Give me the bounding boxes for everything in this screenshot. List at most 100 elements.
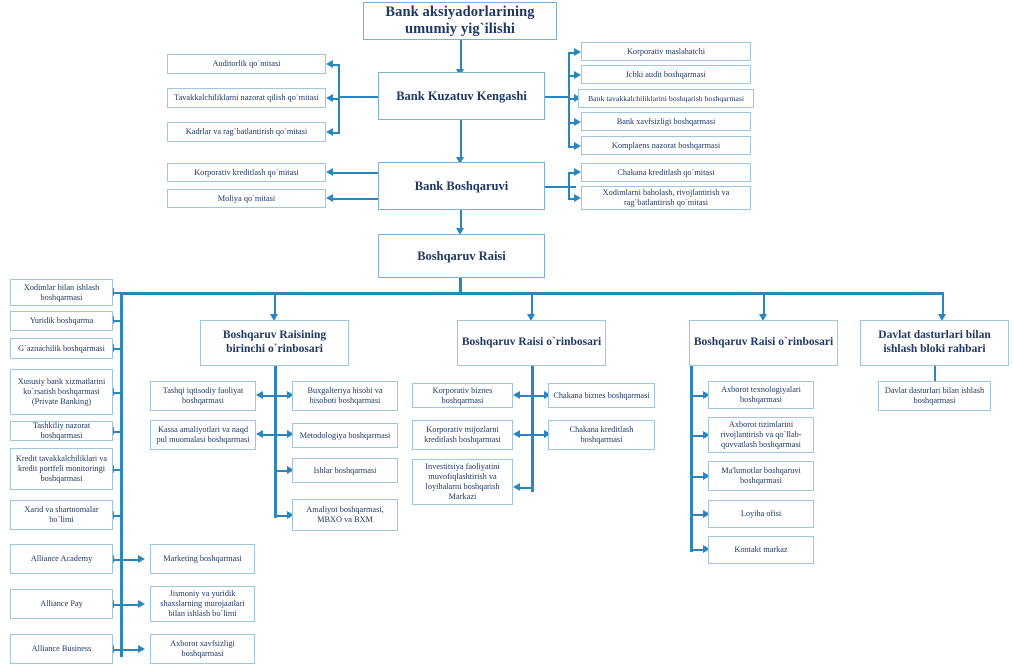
chairman-unit-col2-1-label: Marketing boshqarmasi	[163, 554, 242, 564]
connector-board-to-management	[460, 120, 462, 160]
b3-unit-2[interactable]: Axborot tizimlarini rivojlantirish va qo…	[708, 417, 814, 453]
board-right-unit-1-label: Korporativ maslahatchi	[626, 46, 706, 56]
chairman-unit-5[interactable]: Tashkiliy nazorat boshqarmasi	[10, 421, 113, 441]
stub-b2-left-3	[519, 487, 533, 489]
b1-right-unit-1[interactable]: Buxgalteriya hisobi va hisoboti boshqarm…	[292, 381, 398, 411]
b3-unit-1[interactable]: Axborot texnologiyalari boshqarmasi	[708, 381, 814, 409]
arrowhead-b3-3	[703, 472, 710, 480]
chairman-unit-col2-1[interactable]: Marketing boshqarmasi	[150, 544, 255, 574]
stub-left-2	[113, 320, 122, 322]
b2-left-unit-2-label: Korporativ mijozlarni kreditlash boshqar…	[424, 425, 501, 444]
board-right-unit-2[interactable]: Ichki audit boshqarmasi	[581, 65, 751, 84]
chairman-unit-5-label: Tashkiliy nazorat boshqarmasi	[32, 421, 91, 440]
arrowhead-right-unit-3	[574, 94, 581, 102]
chairman-unit-col2-2[interactable]: Jismoniy va yuridik shaxslarning murojaa…	[150, 586, 255, 622]
arrowhead-b2-left-2	[513, 430, 520, 438]
chairman-box[interactable]: Boshqaruv Raisi	[378, 234, 545, 278]
b1-right-unit-4-label: Amaliyot boshqarmasi, MBXO va BXM	[306, 505, 384, 524]
chairman-unit-3-label: G`aznachilik boshqarmasi	[18, 343, 105, 353]
arrowhead-b2-left-3	[513, 483, 520, 491]
connector-mgmt-right-b1	[568, 172, 576, 174]
board-right-unit-3[interactable]: Bank tavakkalchiliklarini boshqarish bos…	[578, 89, 754, 108]
b2-left-unit-3-label: Investitsiya faoliyatini muvofiqlashtiri…	[425, 462, 500, 501]
chairman-unit-col2-3[interactable]: Axborot xavfsizligi boshqarmasi	[150, 634, 255, 664]
board-left-committee-3-label: Kadrlar va rag`batlantirish qo`mitasi	[185, 127, 308, 137]
chairman-unit-8[interactable]: Alliance Academy	[10, 544, 113, 574]
connector-drop-branch-2	[531, 292, 533, 317]
connector-management-to-chairman	[460, 210, 462, 232]
arrowhead-b3-2	[703, 431, 710, 439]
b2-left-unit-1[interactable]: Korporativ biznes boshqarmasi	[412, 383, 513, 408]
stub-col2-1	[122, 559, 140, 561]
b4-unit-1[interactable]: Davlat dasturlari bilan ishlash boshqarm…	[878, 381, 991, 411]
b2-left-unit-3[interactable]: Investitsiya faoliyatini muvofiqlashtiri…	[412, 459, 513, 505]
connector-shareholders-to-board	[460, 38, 462, 72]
stub-b3-4	[691, 514, 705, 516]
stub-b3-1	[691, 395, 705, 397]
management-right-committee-1[interactable]: Chakana kreditlash qo`mitasi	[581, 163, 751, 182]
stub-left-9	[113, 604, 122, 606]
board-right-unit-5[interactable]: Komplaens nazorat boshqarmasi	[581, 136, 751, 155]
b3-unit-3-label: Ma'lumotlar boshqaruvi boshqarmasi	[721, 466, 801, 485]
shareholders-meeting-label: Bank aksiyadorlarining umumiy yig`ilishi	[385, 3, 535, 37]
chairman-unit-1[interactable]: Xodimlar bilan ishlash boshqarmasi	[10, 279, 113, 306]
b3-unit-3[interactable]: Ma'lumotlar boshqaruvi boshqarmasi	[708, 461, 814, 491]
connector-drop-branch-4	[942, 292, 944, 317]
management-board-box[interactable]: Bank Boshqaruvi	[378, 162, 545, 210]
supervisory-board-label: Bank Kuzatuv Kengashi	[396, 88, 527, 103]
board-left-committee-3[interactable]: Kadrlar va rag`batlantirish qo`mitasi	[167, 122, 326, 142]
chairman-unit-6[interactable]: Kredit tavakkalchiliklari va kredit port…	[10, 448, 113, 490]
connector-board-right-b1	[568, 52, 576, 54]
chairman-unit-9[interactable]: Alliance Pay	[10, 589, 113, 619]
connector-board-left-b1	[332, 64, 340, 66]
b1-right-unit-2[interactable]: Metodologiya boshqarmasi	[292, 423, 398, 448]
board-right-unit-1[interactable]: Korporativ maslahatchi	[581, 42, 751, 61]
b1-right-unit-4[interactable]: Amaliyot boshqarmasi, MBXO va BXM	[292, 499, 398, 531]
b3-unit-2-label: Axborot tizimlarini rivojlantirish va qo…	[720, 420, 802, 449]
branch-it-deputy-head[interactable]: Boshqaruv Raisi o`rinbosari	[689, 320, 838, 366]
shareholders-meeting-box[interactable]: Bank aksiyadorlarining umumiy yig`ilishi	[363, 2, 557, 40]
b2-right-unit-2-label: Chakana kreditlash boshqarmasi	[569, 425, 634, 444]
b2-left-unit-2[interactable]: Korporativ mijozlarni kreditlash boshqar…	[412, 420, 513, 450]
chairman-unit-col2-2-label: Jismoniy va yuridik shaxslarning murojaa…	[160, 589, 245, 618]
branch-state-programs-head[interactable]: Davlat dasturlari bilan ishlash bloki ra…	[860, 320, 1009, 366]
branch-first-deputy-head[interactable]: Boshqaruv Raisining birinchi o`rinbosari	[200, 320, 349, 366]
b3-unit-5[interactable]: Kontakt markaz	[708, 536, 814, 564]
chairman-unit-10[interactable]: Alliance Business	[10, 634, 113, 664]
connector-left-spine	[120, 292, 123, 657]
b2-right-unit-1[interactable]: Chakana biznes boshqarmasi	[548, 383, 655, 408]
arrowhead-b3-5	[703, 545, 710, 553]
chairman-unit-4[interactable]: Xususiy bank xizmatlarini ko`rsatish bos…	[10, 369, 113, 415]
connector-board-right-stem	[545, 96, 570, 98]
arrowhead-branch-1	[270, 314, 278, 321]
b1-right-unit-3[interactable]: Ishlar boshqarmasi	[292, 458, 398, 483]
management-left-committee-2[interactable]: Moliya qo`mitasi	[167, 189, 326, 208]
b2-right-unit-2[interactable]: Chakana kreditlash boshqarmasi	[548, 420, 655, 450]
b1-left-unit-1[interactable]: Tashqi iqtisodiy faoliyat boshqarmasi	[150, 381, 256, 411]
board-right-unit-4[interactable]: Bank xavfsizligi boshqarmasi	[581, 112, 751, 131]
arrowhead-right-unit-2	[574, 71, 581, 79]
board-left-committee-2[interactable]: Tavakkalchiliklarni nazorat qilish qo`mi…	[167, 88, 326, 108]
b2-left-unit-1-label: Korporativ biznes boshqarmasi	[432, 385, 493, 405]
arrowhead-right-mgmt-2	[574, 194, 581, 202]
board-left-committee-1[interactable]: Auditorlik qo`mitasi	[167, 54, 326, 74]
branch-it-deputy-title: Boshqaruv Raisi o`rinbosari	[693, 336, 834, 349]
arrowhead-left-committee-2	[326, 94, 333, 102]
chairman-unit-2[interactable]: Yuridik boshqarma	[10, 311, 113, 331]
b3-unit-4[interactable]: Loyiha ofisi	[708, 500, 814, 528]
arrowhead-left-mgmt-1	[326, 168, 333, 176]
management-right-committee-2[interactable]: Xodimlarni baholash, rivojlantirish va r…	[581, 186, 751, 210]
b1-left-unit-2-label: Kassa amaliyotlari va naqd pul muomalasi…	[156, 425, 250, 444]
chairman-unit-7[interactable]: Xarid va shartnomalar bo`limi	[10, 500, 113, 530]
management-left-committee-1[interactable]: Korporativ kreditlash qo`mitasi	[167, 163, 326, 182]
b1-left-unit-1-label: Tashqi iqtisodiy faoliyat boshqarmasi	[162, 386, 244, 405]
management-right-committee-1-label: Chakana kreditlash qo`mitasi	[617, 167, 715, 177]
supervisory-board-box[interactable]: Bank Kuzatuv Kengashi	[378, 72, 545, 120]
arrowhead-col2-3	[138, 645, 145, 653]
chairman-unit-3[interactable]: G`aznachilik boshqarmasi	[10, 338, 113, 359]
stub-left-10	[113, 649, 122, 651]
board-right-unit-3-label: Bank tavakkalchiliklarini boshqarish bos…	[587, 93, 745, 103]
b1-left-unit-2[interactable]: Kassa amaliyotlari va naqd pul muomalasi…	[150, 420, 256, 450]
branch-business-deputy-head[interactable]: Boshqaruv Raisi o`rinbosari	[457, 320, 606, 366]
connector-board-right-bus	[568, 52, 570, 148]
